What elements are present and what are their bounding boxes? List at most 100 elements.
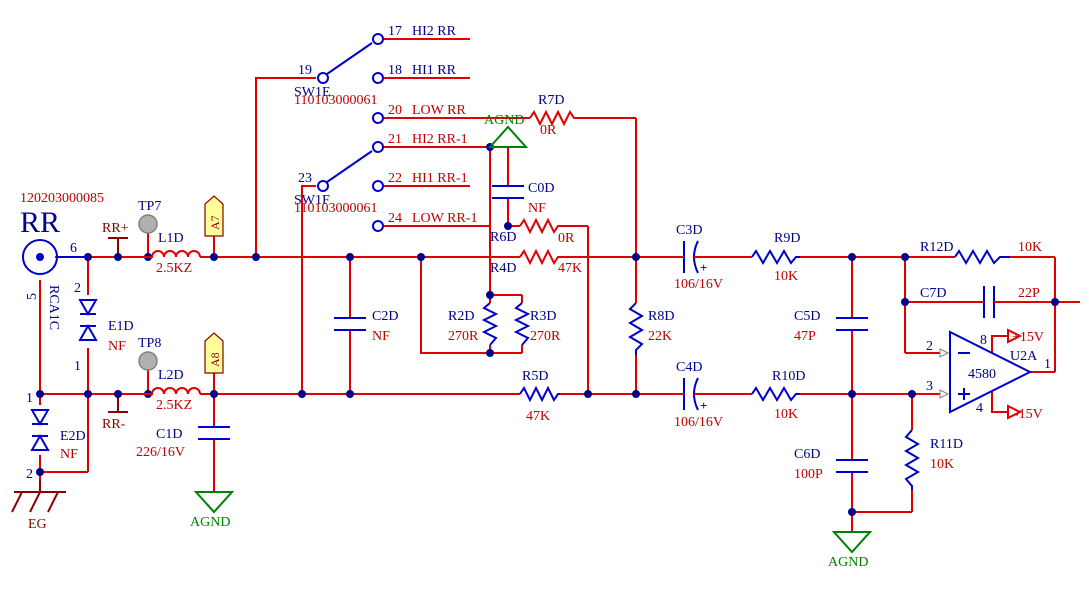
diode-e1d-value: NF xyxy=(108,339,126,354)
capacitor-c3d: + C3D 106/16V xyxy=(672,223,723,292)
c3d-ref: C3D xyxy=(676,223,702,238)
diode-e2d-ref: E2D xyxy=(60,429,86,444)
sw1f-throw-label-2: HI1 RR-1 xyxy=(412,171,468,186)
wires xyxy=(39,38,1080,532)
l1d-ref: L1D xyxy=(158,231,184,246)
r12d-ref: R12D xyxy=(920,240,953,255)
diode-e2d: 1 2 E2D NF xyxy=(26,391,86,482)
sw1e-throw-label-2: HI1 RR xyxy=(412,63,457,78)
resistor-r8d: R8D 22K xyxy=(628,302,674,355)
r4d-value: 47K xyxy=(558,261,582,276)
flag-a8-label: A8 xyxy=(208,352,222,367)
sw1e-throw-label-3: LOW RR xyxy=(412,103,466,118)
r2d-ref: R2D xyxy=(448,309,474,324)
r4d-ref: R4D xyxy=(490,261,516,276)
opamp-u2a: 2 3 1 8 4 4580 U2A +15V -15V xyxy=(926,328,1051,422)
vplus-label: +15V xyxy=(1012,330,1044,345)
vminus-label: -15V xyxy=(1014,407,1043,422)
capacitor-c4d: + C4D 106/16V xyxy=(672,360,723,430)
c2d-value: NF xyxy=(372,329,390,344)
rr-minus-label: RR- xyxy=(102,417,126,432)
sw1e-throw-label-1: HI2 RR xyxy=(412,24,457,39)
tp7-ref: TP7 xyxy=(138,199,161,214)
connector-pin5: 5 xyxy=(25,293,40,300)
capacitor-c5d: C5D 47P xyxy=(794,309,868,344)
c7d-ref: C7D xyxy=(920,286,946,301)
r11d-ref: R11D xyxy=(930,437,963,452)
eg-ground: EG xyxy=(11,480,66,532)
capacitor-c0d: C0D NF xyxy=(492,181,554,216)
u2a-pin-out: 1 xyxy=(1044,357,1051,372)
c4d-plus-icon: + xyxy=(700,398,707,413)
flag-a7: A7 xyxy=(204,195,224,237)
l2d-value: 2.5KZ xyxy=(156,398,192,413)
capacitor-c7d: C7D 22P xyxy=(920,286,1040,318)
r6d-value: 0R xyxy=(558,231,575,246)
connector-ref: RCA1C xyxy=(46,285,61,330)
testpoint-tp7: TP7 xyxy=(138,199,161,234)
sw1e-throw-pin-2: 18 xyxy=(388,63,402,78)
c3d-value: 106/16V xyxy=(674,277,723,292)
flag-a7-label: A7 xyxy=(208,215,222,230)
u2a-pin-vplus: 8 xyxy=(980,333,987,348)
diode-e1d-pin-bottom: 1 xyxy=(74,359,81,374)
r10d-value: 10K xyxy=(774,407,798,422)
sw1f-throw-label-1: HI2 RR-1 xyxy=(412,132,468,147)
sw1f-ref: SW1F xyxy=(294,193,330,208)
c0d-ref: C0D xyxy=(528,181,554,196)
switch-sw1f: 23 SW1F 110103000061 21 HI2 RR-1 22 HI1 … xyxy=(294,132,477,232)
c0d-value: NF xyxy=(528,201,546,216)
testpoint-tp8: TP8 xyxy=(138,336,161,371)
r6d-ref: R6D xyxy=(490,230,516,245)
capacitor-c1d: C1D 226/16V xyxy=(136,426,230,460)
sw1f-part-no: 110103000061 xyxy=(294,201,377,216)
switch-sw1e: 19 SW1E 110103000061 17 HI2 RR 18 HI1 RR… xyxy=(294,24,466,124)
rca-connector: 120203000085 RR 6 5 RCA1C xyxy=(20,191,104,330)
capacitor-c6d: C6D 100P xyxy=(794,447,868,482)
diode-e2d-pin-bottom: 2 xyxy=(26,467,33,482)
u2a-pin-vminus: 4 xyxy=(976,401,983,416)
sw1f-throw-pin-2: 22 xyxy=(388,171,402,186)
u2a-pin-inv: 2 xyxy=(926,339,933,354)
resistor-r11d: R11D 10K xyxy=(904,429,963,490)
sw1e-ref: SW1E xyxy=(294,85,331,100)
diode-e1d-ref: E1D xyxy=(108,319,134,334)
c5d-ref: C5D xyxy=(794,309,820,324)
sw1f-common-pin: 23 xyxy=(298,171,312,186)
r3d-value: 270R xyxy=(530,329,561,344)
rr-plus-label: RR+ xyxy=(102,221,129,236)
r7d-value: 0R xyxy=(540,123,557,138)
r8d-ref: R8D xyxy=(648,309,674,324)
resistor-r3d: R3D 270R xyxy=(513,302,561,346)
c3d-plus-icon: + xyxy=(700,260,707,275)
r9d-ref: R9D xyxy=(774,231,800,246)
u2a-pin-noninv: 3 xyxy=(926,379,933,394)
agnd-label-3: AGND xyxy=(828,555,868,570)
sw1e-throw-pin-3: 20 xyxy=(388,103,402,118)
r3d-ref: R3D xyxy=(530,309,556,324)
c6d-value: 100P xyxy=(794,467,823,482)
agnd-c6d: AGND xyxy=(828,531,873,570)
inductor-l1d: L1D 2.5KZ xyxy=(142,231,201,276)
r5d-ref: R5D xyxy=(522,369,548,384)
agnd-label-2: AGND xyxy=(484,113,524,128)
diode-e2d-value: NF xyxy=(60,447,78,462)
sw1e-throw-pin-1: 17 xyxy=(388,24,402,39)
c7d-value: 22P xyxy=(1018,286,1040,301)
resistor-r7d: R7D 0R xyxy=(529,93,578,138)
l2d-ref: L2D xyxy=(158,368,184,383)
inductor-l2d: L2D 2.5KZ xyxy=(142,368,201,413)
r2d-value: 270R xyxy=(448,329,479,344)
resistor-r10d: R10D 10K xyxy=(751,369,805,422)
c2d-ref: C2D xyxy=(372,309,398,324)
c4d-value: 106/16V xyxy=(674,415,723,430)
c4d-ref: C4D xyxy=(676,360,702,375)
resistor-r5d: R5D 47K xyxy=(519,369,560,424)
sw1e-part-no: 110103000061 xyxy=(294,93,377,108)
diode-e1d: 2 1 E1D NF xyxy=(74,281,134,374)
connector-name: RR xyxy=(20,206,60,239)
c1d-ref: C1D xyxy=(156,427,182,442)
r9d-value: 10K xyxy=(774,269,798,284)
c5d-value: 47P xyxy=(794,329,816,344)
